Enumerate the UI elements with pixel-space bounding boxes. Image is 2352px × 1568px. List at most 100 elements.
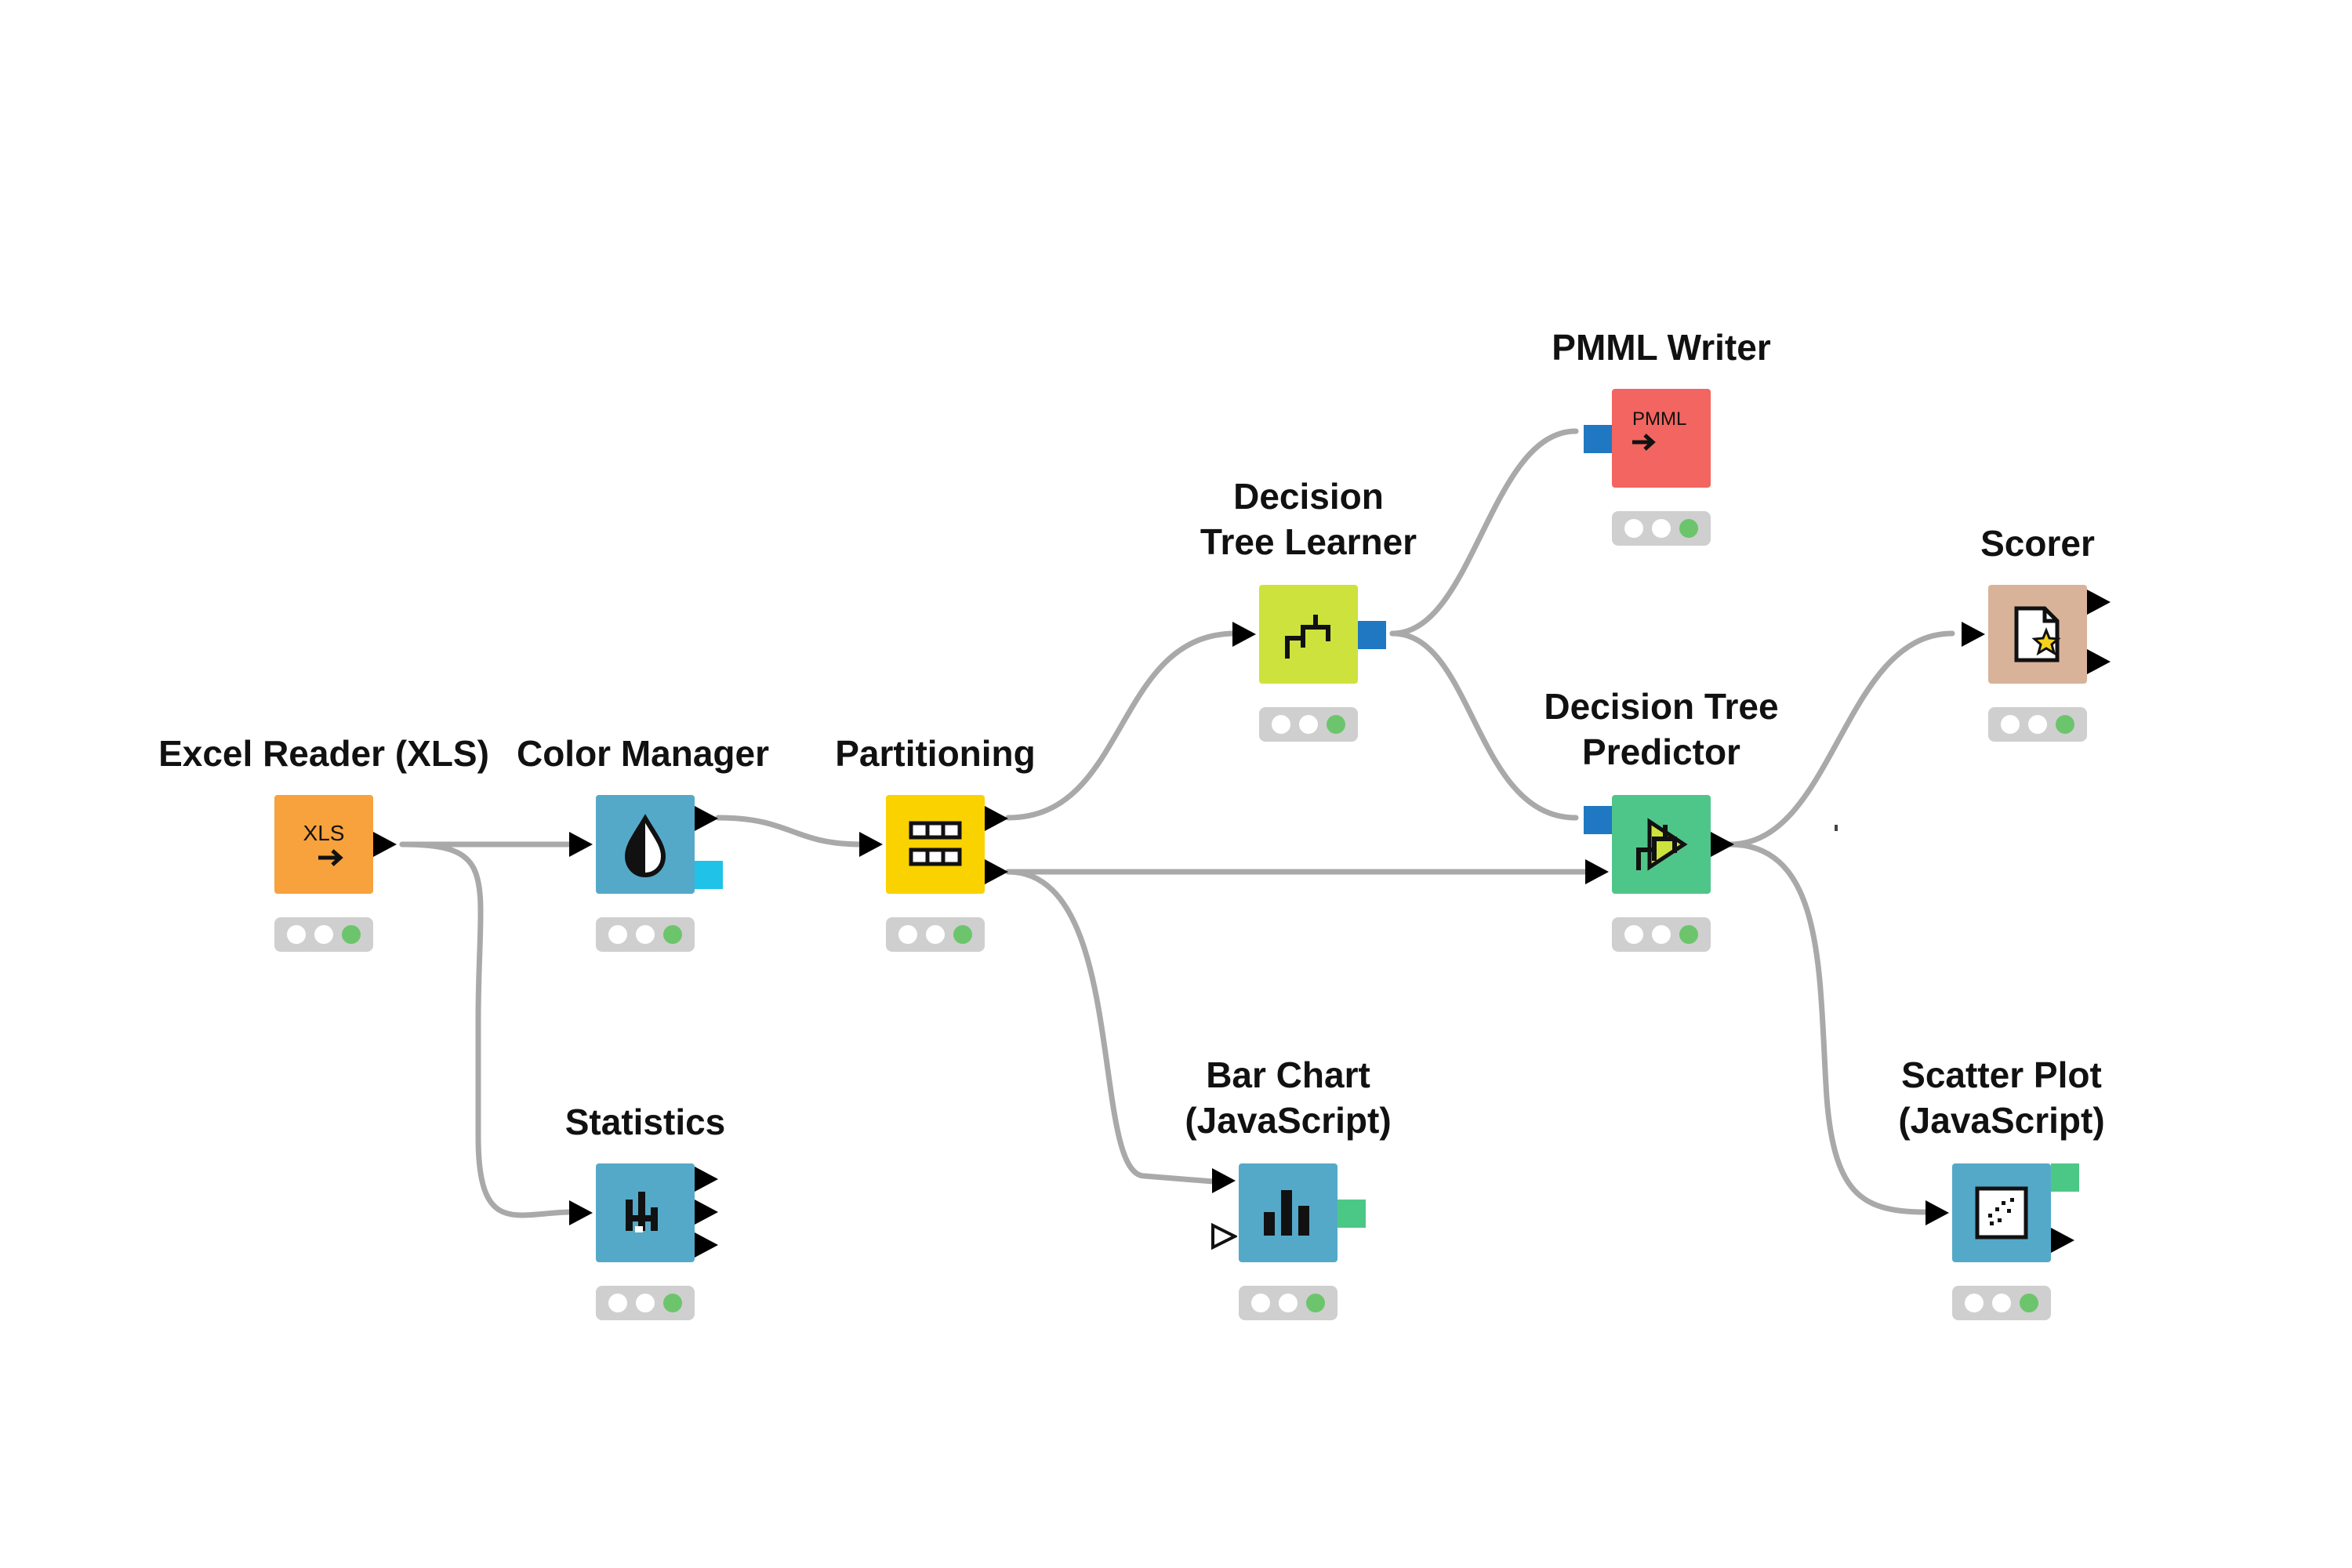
connection-excel-to-statistics xyxy=(399,841,575,1218)
status-traffic-light xyxy=(1612,511,1711,546)
node-label: Decision Tree Learner xyxy=(1165,474,1452,564)
output-port-data[interactable] xyxy=(695,806,718,831)
decision-tree-learner-node-body[interactable] xyxy=(1259,585,1358,684)
output-port-occurrences[interactable] xyxy=(695,1232,718,1258)
scorer-icon xyxy=(2014,606,2061,662)
output-port-data[interactable] xyxy=(373,832,397,857)
output-port-color-model[interactable] xyxy=(695,861,723,889)
status-light-red xyxy=(1965,1294,1984,1312)
status-light-green xyxy=(1679,519,1698,538)
scatter-plot-icon xyxy=(1975,1186,2028,1240)
output-port-model[interactable] xyxy=(1358,621,1386,649)
output-port-image[interactable] xyxy=(2051,1163,2079,1192)
status-light-yellow xyxy=(1652,519,1671,538)
partitioning-node-body[interactable] xyxy=(886,795,985,894)
pmml-writer-node-body[interactable]: PMML xyxy=(1612,389,1711,488)
status-light-yellow xyxy=(636,925,655,944)
input-port-data[interactable] xyxy=(1232,622,1256,647)
status-traffic-light xyxy=(1612,917,1711,952)
status-light-yellow xyxy=(1279,1294,1298,1312)
input-port-data[interactable] xyxy=(1962,622,1985,647)
status-light-yellow xyxy=(1299,715,1318,734)
node-label: Scorer xyxy=(1980,523,2095,564)
output-port-first-partition[interactable] xyxy=(985,806,1008,831)
status-traffic-light xyxy=(1952,1286,2051,1320)
node-label: Statistics xyxy=(564,1102,726,1142)
statistics-node-body[interactable] xyxy=(596,1163,695,1262)
label-line-2: Tree Learner xyxy=(1200,521,1417,562)
output-port-confusion-matrix[interactable] xyxy=(2087,590,2111,615)
decision-tree-predictor-node-body[interactable] xyxy=(1612,795,1711,894)
connection-colormanager-to-partitioning xyxy=(715,815,866,848)
node-label: Scatter Plot (JavaScript) xyxy=(1858,1052,2145,1143)
input-port-data[interactable] xyxy=(859,832,883,857)
output-port-statistics-table[interactable] xyxy=(695,1167,718,1192)
svg-text:PMML: PMML xyxy=(1632,408,1686,430)
input-port-data[interactable] xyxy=(1212,1168,1236,1193)
status-light-red xyxy=(2001,715,2020,734)
node-label: Decision Tree Predictor xyxy=(1518,684,1805,775)
label-line-2: Predictor xyxy=(1582,731,1740,772)
excel-reader-node-body[interactable]: XLS xyxy=(274,795,373,894)
stray-mark xyxy=(1835,825,1838,831)
connection-partitioning-to-learner xyxy=(1005,630,1239,821)
input-port-model[interactable] xyxy=(1584,425,1612,453)
output-port-image[interactable] xyxy=(1338,1200,1366,1228)
status-light-yellow xyxy=(636,1294,655,1312)
status-light-green xyxy=(2056,715,2074,734)
status-traffic-light xyxy=(596,1286,695,1320)
input-port-data[interactable] xyxy=(569,1200,593,1225)
status-traffic-light xyxy=(886,917,985,952)
status-light-green xyxy=(663,1294,682,1312)
output-port-data[interactable] xyxy=(2051,1228,2074,1253)
output-port-second-partition[interactable] xyxy=(985,859,1008,884)
status-light-green xyxy=(1679,925,1698,944)
connection-partitioning-to-barchart xyxy=(1005,869,1226,1185)
connection-learner-to-predictor xyxy=(1389,630,1579,821)
status-light-red xyxy=(1624,519,1643,538)
input-port-data[interactable] xyxy=(1585,859,1609,884)
tree-learner-icon xyxy=(1285,615,1330,659)
status-light-yellow xyxy=(1992,1294,2011,1312)
status-light-green xyxy=(1306,1294,1325,1312)
label-line-1: Scatter Plot xyxy=(1901,1054,2102,1095)
status-light-red xyxy=(608,1294,627,1312)
scatter-plot-node-body[interactable] xyxy=(1952,1163,2051,1262)
connection-learner-to-pmml xyxy=(1389,428,1579,637)
input-port-data[interactable] xyxy=(569,832,593,857)
connection-predictor-to-scatter xyxy=(1726,841,1932,1215)
bar-chart-node-body[interactable] xyxy=(1239,1163,1338,1262)
status-light-red xyxy=(1251,1294,1270,1312)
tree-predictor-icon xyxy=(1636,818,1688,871)
status-traffic-light xyxy=(1239,1286,1338,1320)
status-light-yellow xyxy=(1652,925,1671,944)
status-light-red xyxy=(898,925,917,944)
label-line-1: Decision xyxy=(1233,476,1384,517)
label-line-1: Bar Chart xyxy=(1206,1054,1370,1095)
input-port-model[interactable] xyxy=(1584,806,1612,834)
scorer-node-body[interactable] xyxy=(1988,585,2087,684)
status-light-red xyxy=(287,925,306,944)
node-label: Excel Reader (XLS) xyxy=(158,733,489,774)
status-light-green xyxy=(1327,715,1345,734)
status-light-green xyxy=(663,925,682,944)
status-traffic-light xyxy=(1988,707,2087,742)
output-port-data[interactable] xyxy=(1711,832,1734,857)
color-drop-icon xyxy=(624,814,666,878)
input-port-optional-image[interactable] xyxy=(1210,1223,1237,1250)
status-light-red xyxy=(1624,925,1643,944)
input-port-data[interactable] xyxy=(1926,1200,1949,1225)
connection-predictor-to-scorer xyxy=(1726,630,1955,848)
label-line-2: (JavaScript) xyxy=(1898,1100,2105,1141)
color-manager-node-body[interactable] xyxy=(596,795,695,894)
status-traffic-light xyxy=(1259,707,1358,742)
status-light-green xyxy=(953,925,972,944)
partitioning-icon xyxy=(909,821,962,866)
statistics-icon xyxy=(626,1192,658,1232)
status-light-red xyxy=(608,925,627,944)
output-port-accuracy-statistics[interactable] xyxy=(2087,649,2111,674)
output-port-nominal-histogram[interactable] xyxy=(695,1200,718,1225)
pmml-writer-icon: PMML xyxy=(1632,408,1686,451)
